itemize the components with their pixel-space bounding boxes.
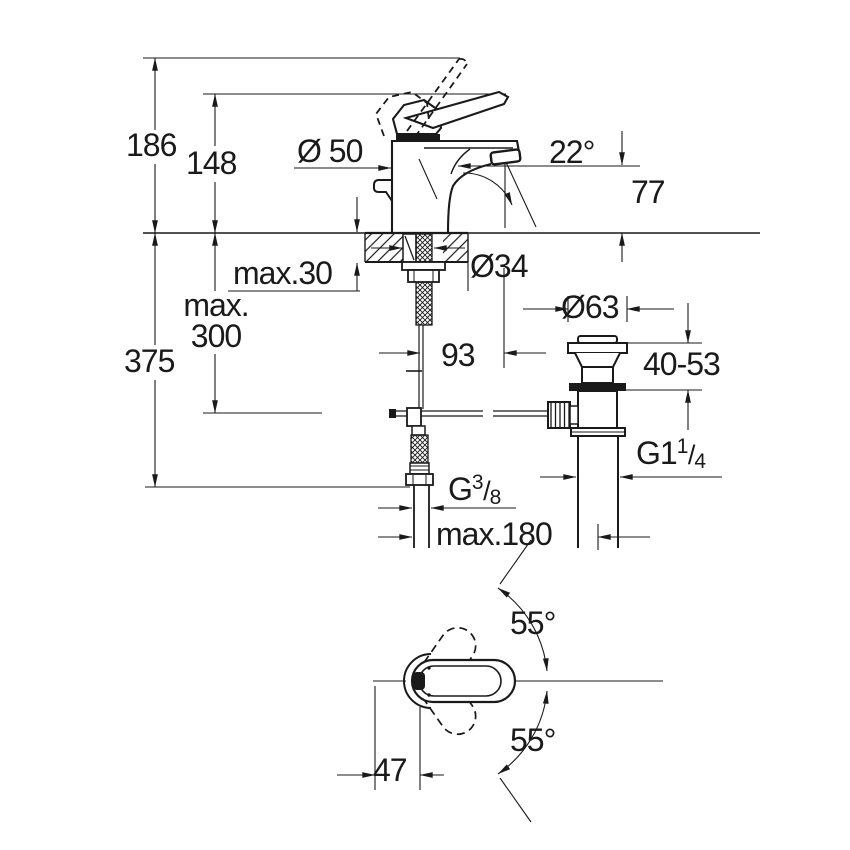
dim-label-lever-height: 148 (186, 145, 237, 181)
aerator (489, 148, 522, 166)
drain-valve (547, 335, 628, 548)
dim-label-base-diameter: Ø 50 (297, 133, 363, 169)
supply-thread-base: G (448, 471, 473, 507)
dim-label-max-hose: max.180 (436, 516, 553, 552)
dim-label-raised-height: 186 (126, 127, 177, 163)
waste-thread-slash: / (687, 440, 695, 470)
handle-plan-view (403, 626, 517, 736)
handle-lever (402, 90, 510, 130)
faucet-side-view (365, 57, 522, 235)
waste-thread-base: G1 (636, 435, 678, 471)
dim-label-clamp-range: 40-53 (643, 346, 721, 382)
handle-base (396, 134, 440, 141)
dim-label-hole-diameter: Ø34 (470, 248, 528, 284)
waste-thread-sub: 4 (694, 450, 706, 473)
drain-knurled-knob (547, 401, 571, 429)
pull-rod-knob (373, 179, 393, 202)
supply-thread-sub: 8 (489, 486, 502, 509)
dim-label-max-rod-line2: 300 (190, 318, 242, 354)
dim-label-swivel-upper: 55° (510, 605, 556, 641)
dim-label-spout-height: 77 (631, 174, 666, 210)
waste-thread-sup: 1 (676, 435, 689, 458)
dim-label-max-deck: max.30 (233, 255, 333, 291)
dim-label-spout-angle: 22° (549, 134, 595, 170)
dim-label-spout-reach: 93 (441, 337, 476, 373)
dim-label-swivel-lower: 55° (510, 722, 556, 758)
mounting-assembly (389, 233, 549, 548)
dim-label-handle-offset: 47 (373, 752, 408, 788)
dim-label-hose-drop: 375 (124, 343, 175, 379)
handle-raised-dashed (374, 57, 468, 138)
dim-label-max-rod-line1: max. (183, 287, 249, 323)
supply-thread-slash: / (483, 476, 490, 506)
dim-label-max-rod: max. 300 (176, 287, 256, 354)
supply-thread-sup: 3 (471, 471, 484, 494)
dimension-lines (143, 57, 760, 823)
dim-label-supply-thread: G3/8 (448, 472, 501, 508)
dim-label-waste-flange: Ø63 (561, 289, 619, 325)
dim-label-waste-thread: G11/4 (636, 436, 706, 472)
